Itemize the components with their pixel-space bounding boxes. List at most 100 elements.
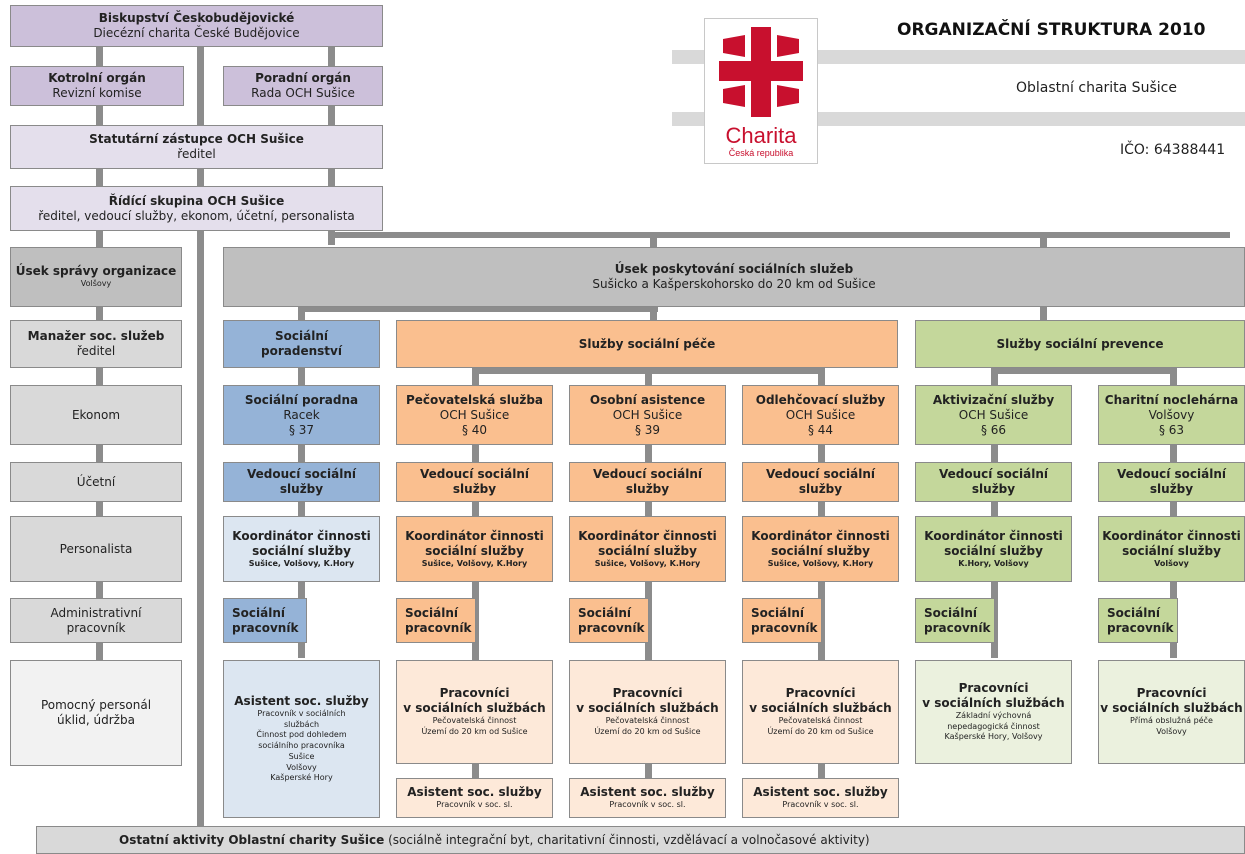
workers-line1: Pracovníci [1136,686,1207,701]
workers-box: Pracovníci v sociálních službách Pečovat… [569,660,726,764]
advisory-box: Poradní orgán Rada OCH Sušice [223,66,383,106]
footer-rest: (sociálně integrační byt, charitativní č… [384,832,870,847]
charita-cross-icon [719,27,803,117]
advice-assistant-line: sociálního pracovníka [258,741,345,751]
advice-group-line2: poradenství [261,344,342,358]
advisory-title: Poradní orgán [255,71,351,85]
coordinator-line2: sociální služby [252,543,351,558]
connector [650,306,657,320]
social-worker-line1: Sociální [924,605,977,620]
social-worker-box: Sociální pracovník [915,598,995,643]
service-box: Pečovatelská služba OCH Sušice § 40 [396,385,553,445]
coordinator-box: Koordinátor činnosti sociální služby Suš… [396,516,553,582]
workers-line2: v sociálních službách [749,701,892,716]
workers-detail: nepedagogická činnost [947,721,1040,731]
coordinator-line2: sociální služby [1122,543,1221,558]
lead-line2: služby [971,482,1016,496]
ico-number: IČO: 64388441 [1120,142,1226,158]
social-worker-line1: Sociální [405,605,458,620]
prevention-group-title: Služby sociální prevence [996,336,1164,351]
advice-assistant-box: Asistent soc. služby Pracovník v sociáln… [223,660,380,818]
hr-label: Personalista [59,541,133,556]
connector [328,105,335,125]
bishop-box: Biskupství Českobudějovické Diecézní cha… [10,5,383,47]
coordinator-area: K.Hory, Volšovy [958,558,1029,568]
advice-assistant-line: Pracovník v sociálních [257,708,346,718]
hr-box: Personalista [10,516,182,582]
service-name: Sociální poradna [244,392,359,407]
workers-detail: Pečovatelská činnost [778,716,863,726]
manager-box: Manažer soc. služeb ředitel [10,320,182,368]
lead-box: Vedoucí sociální služby [915,462,1072,502]
social-worker-line2: pracovník [578,620,645,635]
coordinator-box: Koordinátor činnosti sociální služby K.H… [915,516,1072,582]
care-group-box: Služby sociální péče [396,320,898,368]
lead-line1: Vedoucí sociální [592,467,703,481]
steering-sub: ředitel, vedoucí služby, ekonom, účetní,… [38,208,355,223]
coordinator-box: Koordinátor činnosti sociální služby Suš… [742,516,899,582]
connector [991,368,998,658]
service-place: Racek [283,407,320,422]
assistant-sub: Pracovník v soc. sl. [782,800,859,810]
connector [475,620,477,626]
coordinator-line2: sociální služby [425,543,524,558]
advice-group-box: Sociální poradenství [223,320,380,368]
control-title: Kotrolní orgán [48,71,146,85]
statutory-title: Statutární zástupce OCH Sušice [89,132,304,146]
social-section-sub: Sušicko a Kašperskohorsko do 20 km od Su… [592,277,876,291]
admin-section-box: Úsek správy organizace Volšovy [10,247,182,307]
coordinator-box: Koordinátor činnosti sociální služby Suš… [223,516,380,582]
workers-line2: v sociálních službách [403,701,546,716]
care-group-title: Služby sociální péče [578,336,716,351]
lead-line2: služby [1149,482,1194,496]
lead-line1: Vedoucí sociální [938,467,1049,481]
coordinator-area: Sušice, Volšovy, K.Hory [594,558,701,568]
statutory-sub: ředitel [177,147,216,161]
steering-title: Řídící skupina OCH Sušice [108,193,285,208]
service-paragraph: § 37 [288,422,315,437]
steering-box: Řídící skupina OCH Sušice ředitel, vedou… [10,186,383,231]
assistant-title: Asistent soc. služby [580,785,715,800]
workers-line1: Pracovníci [785,686,856,701]
footer-bold: Ostatní aktivity Oblastní charity Sušice [119,832,385,847]
social-worker-line2: pracovník [751,620,818,635]
coordinator-area: Sušice, Volšovy, K.Hory [248,558,355,568]
lead-line1: Vedoucí sociální [765,467,876,481]
assistant-box: Asistent soc. služby Pracovník v soc. sl… [742,778,899,818]
connector [472,368,824,374]
workers-line1: Pracovníci [439,686,510,701]
coordinator-area: Volšovy [1154,558,1189,568]
coordinator-area: Sušice, Volšovy, K.Hory [421,558,528,568]
service-box: Charitní noclehárna Volšovy § 63 [1098,385,1245,445]
logo-word: Charita [725,123,797,148]
coordinator-line2: sociální služby [598,543,697,558]
coordinator-line1: Koordinátor činnosti [405,528,544,543]
control-box: Kotrolní orgán Revizní komise [10,66,184,106]
service-name: Pečovatelská služba [405,392,544,407]
manager-sub: ředitel [76,344,116,358]
service-place: OCH Sušice [958,407,1029,422]
workers-box: Pracovníci v sociálních službách Pečovat… [742,660,899,764]
page-title: ORGANIZAČNÍ STRUKTURA 2010 [897,20,1206,40]
social-worker-box: Sociální pracovník [569,598,649,643]
workers-detail: Území do 20 km od Sušice [767,727,874,736]
workers-detail: Kašperské Hory, Volšovy [944,732,1043,742]
workers-detail: Území do 20 km od Sušice [594,727,701,736]
workers-detail: Přímá obslužná péče [1130,716,1213,726]
lead-box: Vedoucí sociální služby [742,462,899,502]
connector [991,368,1177,374]
coordinator-line2: sociální služby [944,543,1043,558]
coordinator-area: Sušice, Volšovy, K.Hory [767,558,874,568]
statutory-box: Statutární zástupce OCH Sušice ředitel [10,125,383,169]
connector [650,232,657,247]
assistant-sub: Pracovník v soc. sl. [436,800,513,810]
workers-line1: Pracovníci [612,686,683,701]
social-worker-box: Sociální pracovník [742,598,822,643]
social-worker-line2: pracovník [232,620,299,635]
lead-line2: služby [798,482,843,496]
lead-line2: služby [452,482,497,496]
assistant-title: Asistent soc. služby [753,785,888,800]
service-place: OCH Sušice [439,407,510,422]
coordinator-line1: Koordinátor činnosti [751,528,890,543]
workers-detail: Pečovatelská činnost [605,716,690,726]
